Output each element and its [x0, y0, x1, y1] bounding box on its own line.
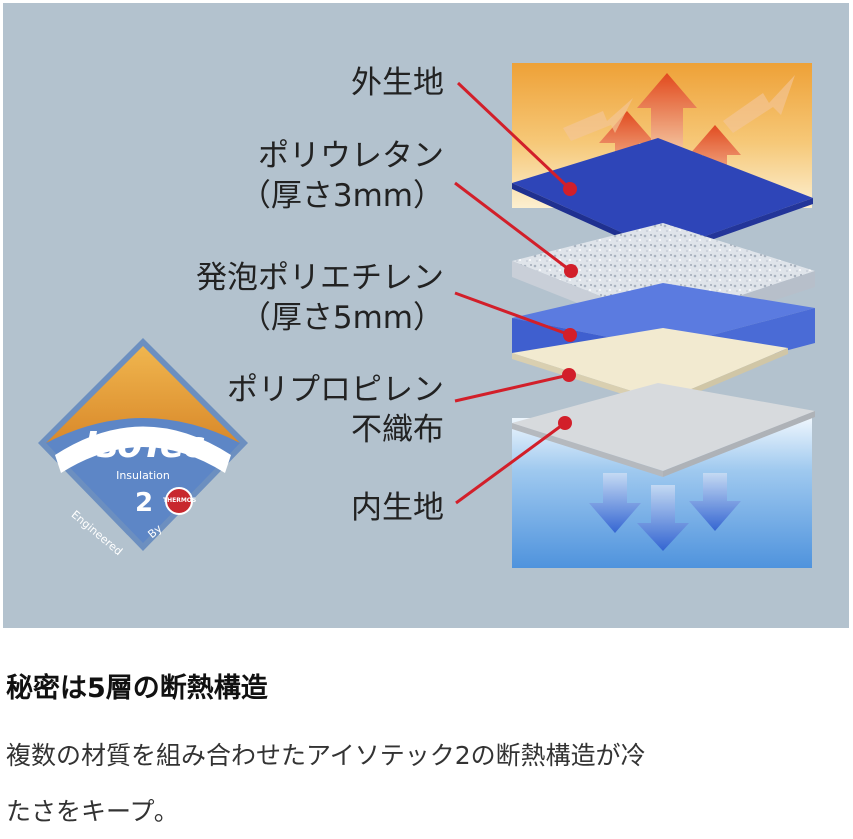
badge-number: 2: [134, 488, 154, 518]
label-polyethylene-line1: 発泡ポリエチレン: [196, 260, 444, 296]
isotec-badge: [38, 338, 248, 551]
badge-sub: Insulation: [116, 469, 170, 482]
caption-heading: 秘密は5層の断熱構造: [6, 673, 268, 704]
label-polyurethane-line1: ポリウレタン: [258, 138, 444, 174]
caption-body-line2: たさをキープ。: [6, 797, 179, 826]
label-inner-fabric-line1: 内生地: [351, 490, 444, 526]
label-polyethylene-line2: （厚さ5mm）: [239, 300, 444, 336]
label-polypropylene-line1: ポリプロピレン: [227, 372, 444, 408]
label-inner-fabric: 内生地: [351, 488, 444, 528]
cool-down-arrows: [589, 473, 741, 551]
inner-fabric-layer: [512, 383, 815, 471]
label-polyurethane-line2: （厚さ3mm）: [239, 178, 444, 214]
label-polyethylene: 発泡ポリエチレン （厚さ5mm）: [196, 258, 444, 338]
label-outer-fabric: 外生地: [351, 63, 444, 103]
label-polypropylene: ポリプロピレン 不織布: [227, 370, 444, 450]
leader-dots: [558, 182, 578, 430]
badge-maker: THERMOS: [163, 497, 197, 504]
polyethylene-layer: [512, 283, 815, 348]
layers-illustration: [38, 63, 815, 568]
label-outer-fabric-line1: 外生地: [351, 65, 444, 101]
caption-body-line1: 複数の材質を組み合わせたアイソテック2の断熱構造が冷: [6, 741, 646, 770]
polypropylene-layer: [512, 328, 788, 401]
leader-lines: [454, 81, 572, 505]
outer-fabric-layer: [512, 138, 813, 251]
label-polypropylene-line2: 不織布: [351, 412, 444, 448]
diagram-panel: IsoTec Insulation 2 Engineered By THERMO…: [3, 3, 849, 628]
label-polyurethane: ポリウレタン （厚さ3mm）: [240, 136, 444, 216]
polyurethane-layer: [512, 223, 815, 321]
badge-brand: IsoTec: [84, 425, 204, 466]
